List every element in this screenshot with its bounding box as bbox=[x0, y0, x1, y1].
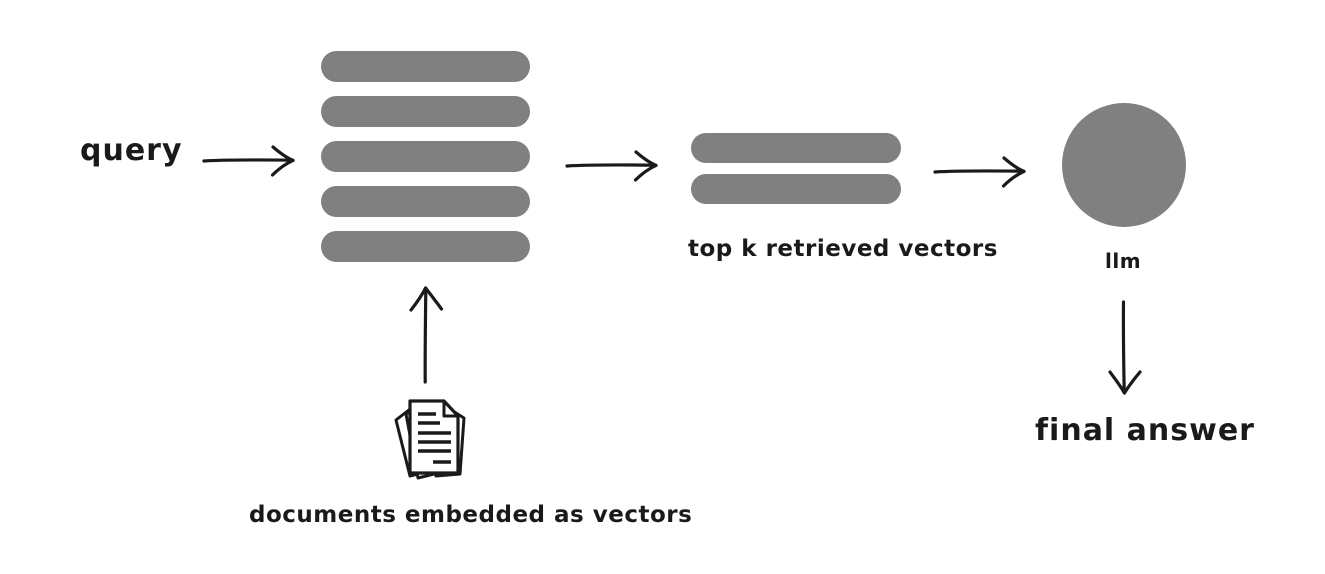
vector-bar bbox=[321, 96, 530, 127]
vector-bar bbox=[321, 186, 530, 217]
documents-label: documents embedded as vectors bbox=[249, 502, 693, 528]
llm-circle bbox=[1062, 103, 1186, 227]
retrieved-bar bbox=[691, 133, 901, 163]
arrow-llm-to-answer bbox=[1098, 298, 1154, 402]
arrow-documents-to-store bbox=[400, 283, 456, 387]
arrow-store-to-topk bbox=[563, 145, 673, 189]
documents-icon bbox=[380, 392, 478, 482]
query-label: query bbox=[80, 133, 183, 168]
vector-bar bbox=[321, 231, 530, 262]
vector-bar bbox=[321, 51, 530, 82]
llm-label: llm bbox=[1105, 249, 1142, 273]
arrow-query-to-store bbox=[200, 140, 310, 184]
arrow-topk-to-llm bbox=[931, 151, 1041, 195]
top-k-label: top k retrieved vectors bbox=[688, 236, 998, 262]
vector-bar bbox=[321, 141, 530, 172]
final-answer-label: final answer bbox=[1035, 413, 1255, 448]
retrieved-bar bbox=[691, 174, 901, 204]
